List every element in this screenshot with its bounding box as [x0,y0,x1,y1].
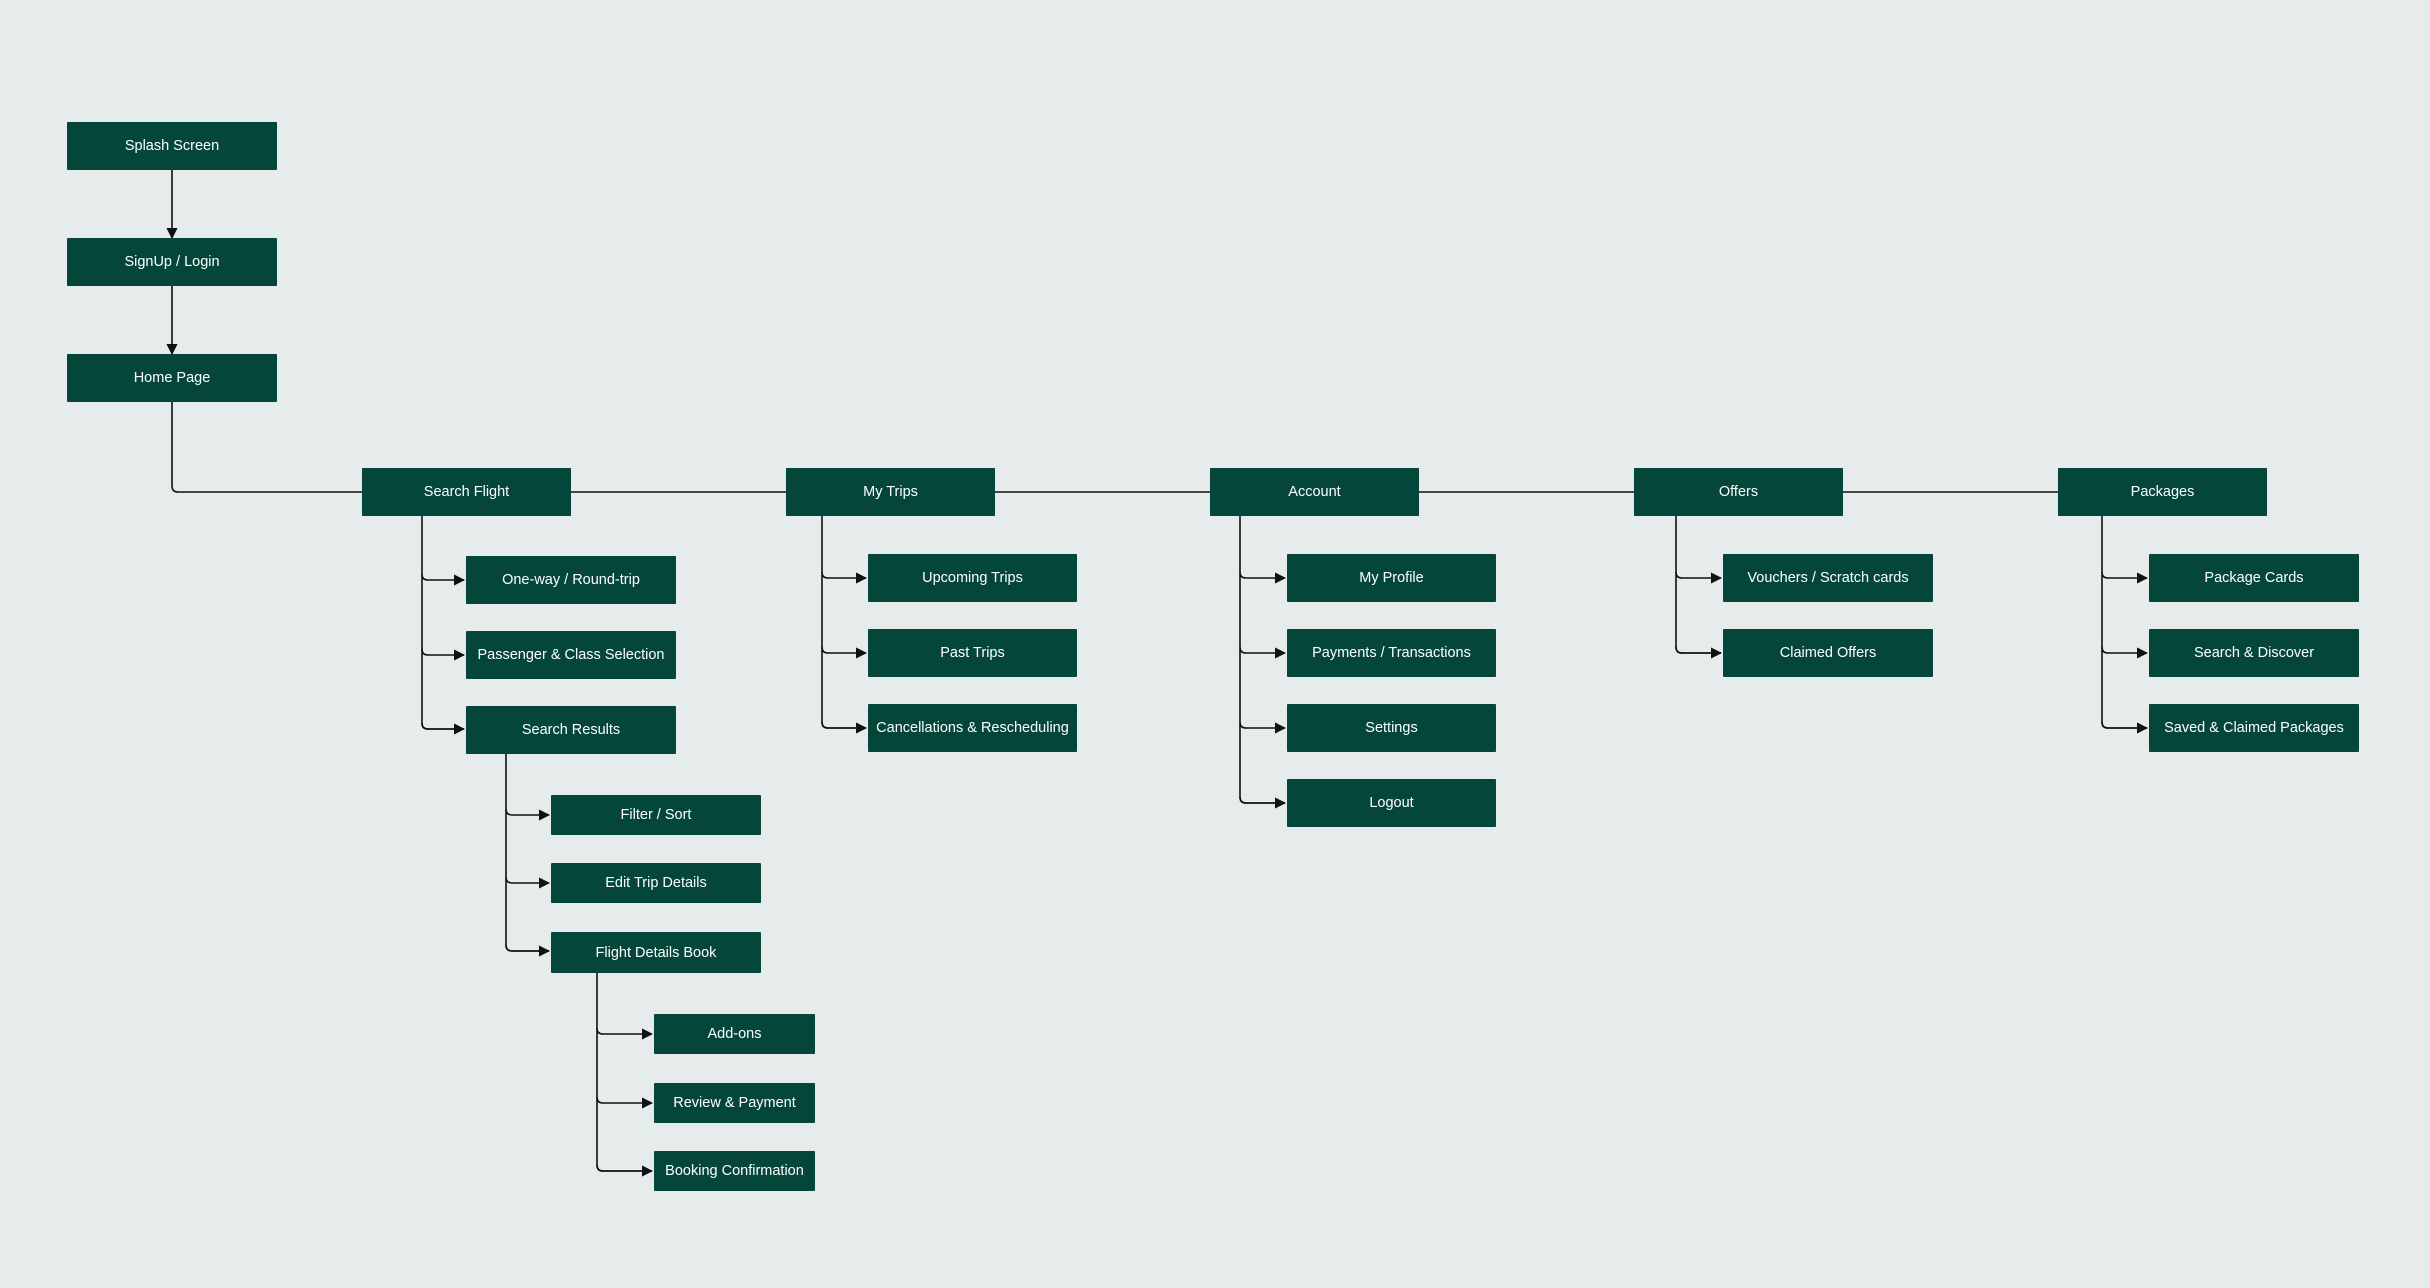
node-home-page[interactable]: Home Page [67,354,277,402]
connector-one-way [421,573,466,586]
connector-search-results [421,722,466,735]
node-account[interactable]: Account [1210,468,1419,516]
connector-filter [505,808,551,821]
node-vouchers-scratch-cards[interactable]: Vouchers / Scratch cards [1723,554,1933,602]
node-splash-screen[interactable]: Splash Screen [67,122,277,170]
node-package-cards[interactable]: Package Cards [2149,554,2359,602]
connector-my-trips-branch [821,516,866,729]
node-logout[interactable]: Logout [1287,779,1496,827]
connector-logout [1239,796,1287,809]
connector-home-bus [171,402,362,493]
node-passenger-class-selection[interactable]: Passenger & Class Selection [466,631,676,679]
connector-edit-trip [505,876,551,889]
node-packages[interactable]: Packages [2058,468,2267,516]
connector-search-flight-branch [421,516,464,730]
node-review-payment[interactable]: Review & Payment [654,1083,815,1123]
node-search-discover[interactable]: Search & Discover [2149,629,2359,677]
node-search-results[interactable]: Search Results [466,706,676,754]
node-edit-trip-details[interactable]: Edit Trip Details [551,863,761,903]
connector-packages-branch [2101,516,2147,729]
node-claimed-offers[interactable]: Claimed Offers [1723,629,1933,677]
connector-cancellations [821,721,868,734]
node-offers[interactable]: Offers [1634,468,1843,516]
connector-upcoming [821,571,868,584]
node-past-trips[interactable]: Past Trips [868,629,1077,677]
connector-past [821,646,868,659]
node-filter-sort[interactable]: Filter / Sort [551,795,761,835]
node-booking-confirmation[interactable]: Booking Confirmation [654,1151,815,1191]
connector-search-results-branch [505,754,549,952]
connector-flight-details-branch [596,973,652,1172]
connector-addons [596,1027,654,1040]
node-signup-login[interactable]: SignUp / Login [67,238,277,286]
connector-search-discover [2101,646,2149,659]
connector-account-branch [1239,516,1285,804]
connector-payments [1239,646,1287,659]
connector-profile [1239,571,1287,584]
node-add-ons[interactable]: Add-ons [654,1014,815,1054]
node-one-way-round-trip[interactable]: One-way / Round-trip [466,556,676,604]
connector-passenger [421,648,466,661]
connector-settings [1239,721,1287,734]
connector-claimed [1675,646,1723,659]
connector-review [596,1096,654,1109]
node-upcoming-trips[interactable]: Upcoming Trips [868,554,1077,602]
node-settings[interactable]: Settings [1287,704,1496,752]
connector-vouchers [1675,571,1723,584]
node-my-profile[interactable]: My Profile [1287,554,1496,602]
node-flight-details-book[interactable]: Flight Details Book [551,932,761,973]
connector-saved-packages [2101,721,2149,734]
node-saved-claimed-packages[interactable]: Saved & Claimed Packages [2149,704,2359,752]
connector-flight-details [505,944,551,957]
node-payments-transactions[interactable]: Payments / Transactions [1287,629,1496,677]
connector-package-cards [2101,571,2149,584]
connector-booking [596,1164,654,1177]
node-search-flight[interactable]: Search Flight [362,468,571,516]
connector-offers-branch [1675,516,1721,654]
node-cancellations-rescheduling[interactable]: Cancellations & Rescheduling [868,704,1077,752]
node-my-trips[interactable]: My Trips [786,468,995,516]
